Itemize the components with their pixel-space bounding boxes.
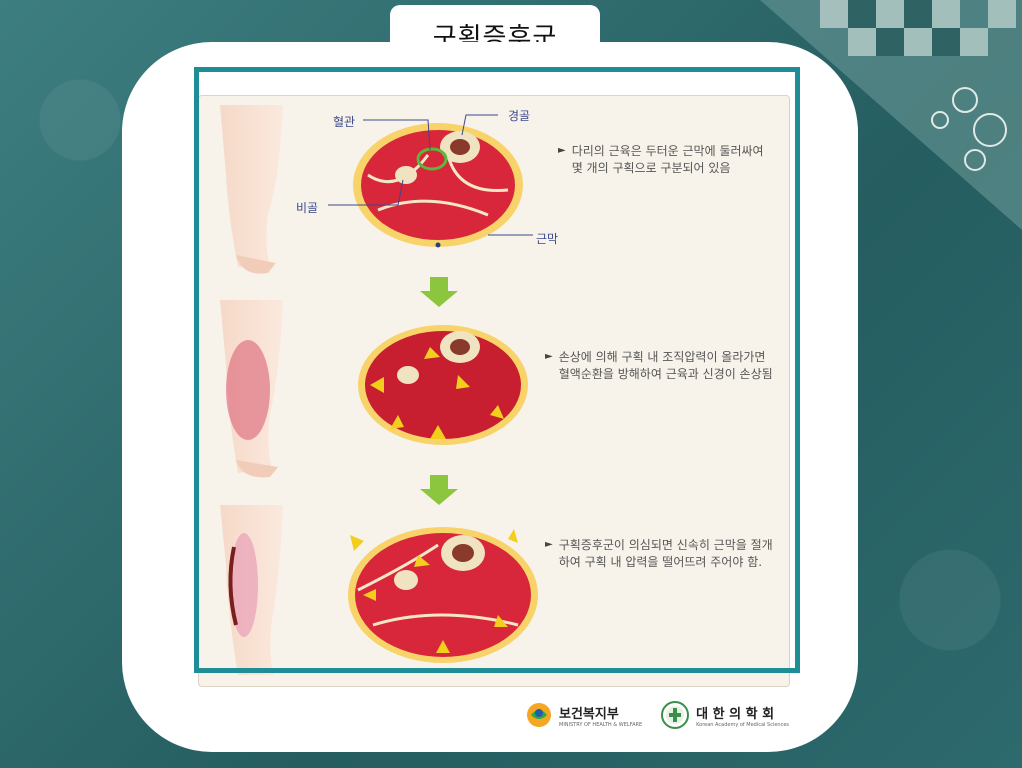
highlight-frame [194,67,800,673]
pointer-icon: ► [558,145,566,156]
label-tibia: 경골 [508,109,531,123]
kams-logo: 대 한 의 학 회 Korean Academy of Medical Scie… [660,700,789,730]
pointer-icon: ► [545,351,553,362]
leg-injured [220,300,283,478]
label-leaders [328,114,533,236]
decorative-pattern [760,0,1022,230]
green-arrow-1 [420,277,458,307]
step-2-description: ► 손상에 의해 구획 내 조직압력이 올라가면 혈액순환을 방해하여 근육과 … [545,350,773,381]
ministry-emblem-icon [527,703,551,727]
kams-emblem-icon [661,701,690,729]
cross-section-normal [353,123,523,248]
green-arrow-2 [420,475,458,505]
pointer-icon: ► [545,539,553,550]
ministry-logo: 보건복지부 MINISTRY OF HEALTH & WELFARE [525,701,642,729]
leg-normal [220,105,283,274]
logo-bar: 보건복지부 MINISTRY OF HEALTH & WELFARE 대 한 의… [525,700,789,730]
cross-section-swollen [358,325,528,445]
cross-section-fasciotomy [348,527,538,663]
label-vessel: 혈관 [333,115,356,129]
label-fibula: 비골 [296,201,319,215]
step-1-description: ► 다리의 근육은 두터운 근막에 둘러싸여 몇 개의 구획으로 구분되어 있음 [558,144,764,175]
compartment-syndrome-illustration [220,105,538,675]
label-fascia: 근막 [536,232,559,246]
step-3-description: ► 구획증후군이 의심되면 신속히 근막을 절개하여 구획 내 압력을 떨어뜨려… [545,538,773,569]
leg-fasciotomy [220,505,283,675]
